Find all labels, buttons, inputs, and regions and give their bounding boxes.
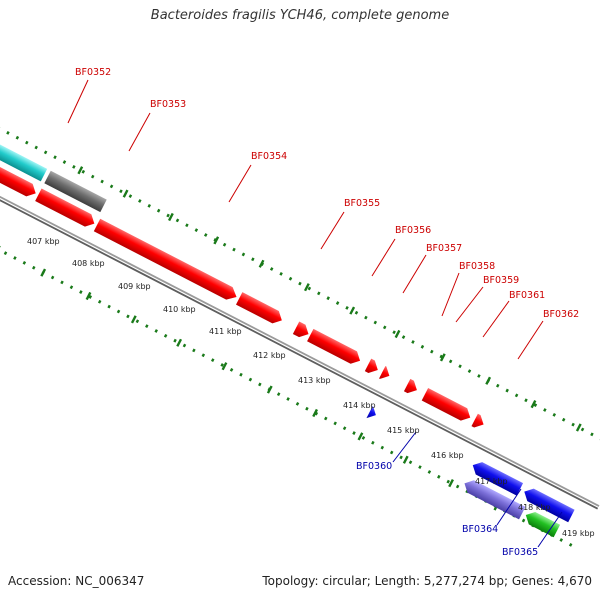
gene-arrow-forward [379,366,390,379]
tick-label: 415 kbp [387,426,420,435]
gene-label[interactable]: BF0361 [509,290,545,301]
gene-arrow-reverse [366,405,376,419]
gene-leader-lines [67,79,563,548]
gene-arrow-forward [235,292,282,324]
gene-arrow-forward [93,218,237,300]
gene-arrow-reverse-green [525,511,561,538]
gene-arrow-reverse [472,462,524,496]
gene-label[interactable]: BF0353 [150,99,186,110]
tick-label: 407 kbp [27,237,60,246]
gene-arrow-forward [364,358,378,373]
reverse-gene-labels: BF0360 BF0364 BF0365 [356,461,538,558]
gene-arrow-reverse-purple [464,480,526,520]
tick-label: 408 kbp [72,259,105,268]
inner-tick-marks [0,245,500,511]
gene-arrow-forward [307,328,361,364]
kbp-labels: 407 kbp 408 kbp 409 kbp 410 kbp 411 kbp … [27,237,595,538]
tick-label: 416 kbp [431,451,464,460]
gene-label[interactable]: BF0359 [483,275,519,286]
gene-label[interactable]: BF0357 [426,243,462,254]
backbone-line [0,168,599,510]
gene-arrow-forward [35,188,95,227]
gene-block-gray [44,170,107,213]
backbone-line [0,165,600,507]
accession-text: Accession: NC_006347 [8,574,145,588]
tick-label: 417 kbp [475,477,508,486]
gene-arrow-forward [292,321,309,338]
gene-label[interactable]: BF0356 [395,225,431,236]
gene-label[interactable]: BF0365 [502,547,538,558]
tick-label: 410 kbp [163,305,196,314]
tick-label: 409 kbp [118,282,151,291]
gene-arrow-forward [0,159,36,197]
outer-tick-marks [77,166,582,432]
map-title: Bacteroides fragilis YCH46, complete gen… [150,8,450,23]
gene-label[interactable]: BF0360 [356,461,392,472]
gene-arrow-forward [471,413,484,428]
gene-arrow-reverse [524,488,575,523]
gene-label[interactable]: BF0362 [543,309,579,320]
tick-label: 418 kbp [518,503,551,512]
gene-label[interactable]: BF0355 [344,198,380,209]
gene-block-cyan [0,141,48,182]
forward-gene-labels: BF0352 BF0353 BF0354 BF0355 BF0356 BF035… [75,67,579,320]
tick-label: 414 kbp [343,401,376,410]
tick-label: 412 kbp [253,351,286,360]
gene-arrow-forward [403,378,417,394]
tick-label: 419 kbp [562,529,595,538]
gene-label[interactable]: BF0358 [459,261,495,272]
outer-scale-dots [0,111,600,454]
gene-arrow-forward [421,388,471,421]
tick-label: 411 kbp [209,327,242,336]
topology-text: Topology: circular; Length: 5,277,274 bp… [262,574,592,588]
gene-label[interactable]: BF0352 [75,67,111,78]
gene-label[interactable]: BF0354 [251,151,287,162]
tick-label: 413 kbp [298,376,331,385]
gene-label[interactable]: BF0364 [462,524,498,535]
